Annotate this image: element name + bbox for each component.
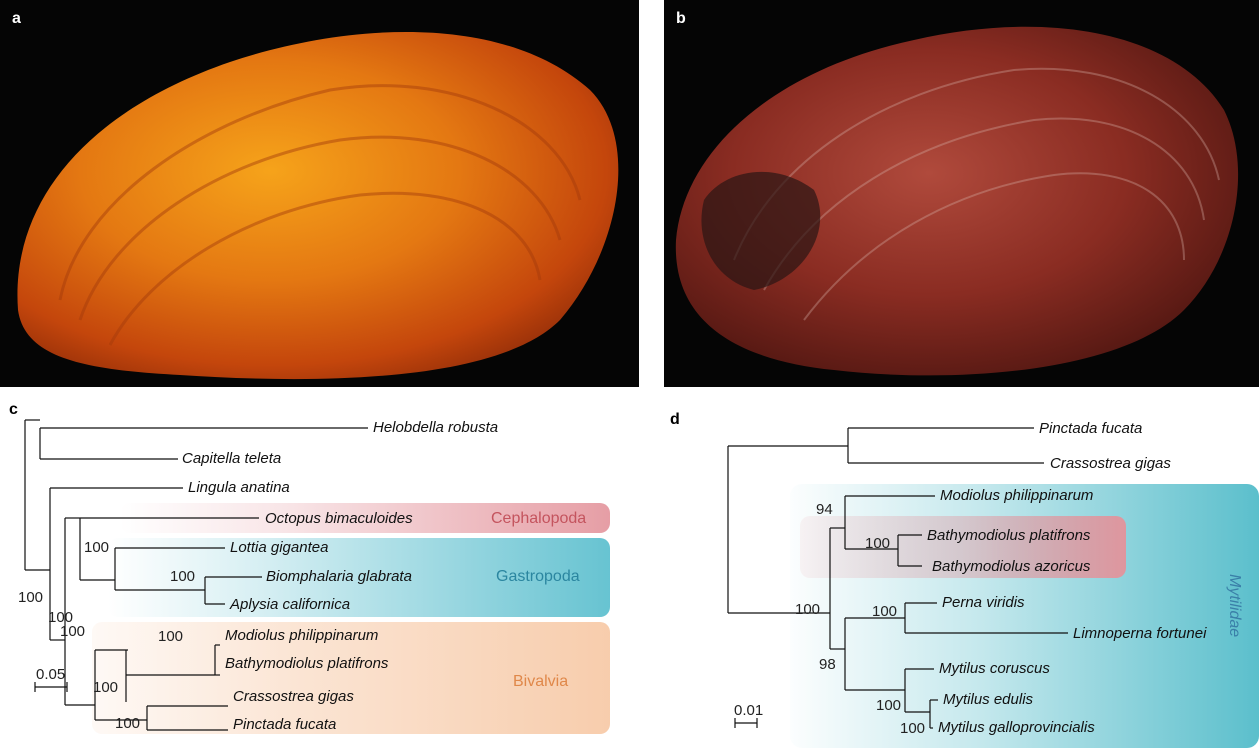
bootstrap-value: 94	[816, 501, 833, 518]
photo-panel-b: b	[664, 0, 1259, 387]
taxon-modiolus-philippinarum: Modiolus philippinarum	[940, 487, 1093, 504]
bootstrap-value: 100	[900, 720, 925, 737]
mussel-shell-photo-b	[664, 0, 1259, 387]
mussel-shell-photo-a	[0, 0, 639, 387]
taxon-bathymodiolus-platifrons: Bathymodiolus platifrons	[927, 527, 1091, 544]
bootstrap-value: 100	[795, 601, 820, 618]
taxon-modiolus-philippinarum: Modiolus philippinarum	[225, 627, 378, 644]
taxon-bathymodiolus-azoricus: Bathymodiolus azoricus	[932, 558, 1091, 575]
bootstrap-value: 100	[876, 697, 901, 714]
tree-c: Helobdella robusta Capitella teleta Ling…	[0, 390, 640, 748]
taxon-biomphalaria-glabrata: Biomphalaria glabrata	[266, 568, 412, 585]
taxon-capitella-teleta: Capitella teleta	[182, 450, 281, 467]
taxon-octopus-bimaculoides: Octopus bimaculoides	[265, 510, 413, 527]
scale-bar-label: 0.01	[734, 702, 763, 719]
group-label-bivalvia: Bivalvia	[513, 673, 568, 690]
tree-d: Pinctada fucata Crassostrea gigas Modiol…	[640, 390, 1259, 748]
bootstrap-value: 100	[865, 535, 890, 552]
bootstrap-value: 100	[872, 603, 897, 620]
taxon-pinctada-fucata: Pinctada fucata	[233, 716, 336, 733]
taxon-mytilus-edulis: Mytilus edulis	[943, 691, 1034, 708]
taxon-bathymodiolus-platifrons: Bathymodiolus platifrons	[225, 655, 389, 672]
taxon-lingula-anatina: Lingula anatina	[188, 479, 290, 496]
bootstrap-value: 100	[158, 628, 183, 645]
group-label-mytilidae: Mytilidae	[1226, 574, 1243, 637]
taxon-mytilus-coruscus: Mytilus coruscus	[939, 660, 1050, 677]
bootstrap-value: 100	[60, 623, 85, 640]
bootstrap-value: 100	[84, 539, 109, 556]
taxon-lottia-gigantea: Lottia gigantea	[230, 539, 328, 556]
bootstrap-value: 100	[18, 589, 43, 606]
panel-label-a: a	[12, 10, 21, 28]
bootstrap-value: 100	[93, 679, 118, 696]
panel-label-b: b	[676, 10, 686, 28]
photo-panel-a: a	[0, 0, 639, 387]
taxon-crassostrea-gigas: Crassostrea gigas	[233, 688, 354, 705]
taxon-aplysia-californica: Aplysia californica	[229, 596, 350, 613]
bootstrap-value: 98	[819, 656, 836, 673]
taxon-perna-viridis: Perna viridis	[942, 594, 1025, 611]
bootstrap-value: 100	[170, 568, 195, 585]
taxon-mytilus-galloprovincialis: Mytilus galloprovincialis	[938, 719, 1095, 736]
group-label-gastropoda: Gastropoda	[496, 568, 580, 585]
taxon-crassostrea-gigas: Crassostrea gigas	[1050, 455, 1171, 472]
taxon-helobdella-robusta: Helobdella robusta	[373, 419, 498, 436]
bootstrap-value: 100	[115, 715, 140, 732]
taxon-pinctada-fucata: Pinctada fucata	[1039, 420, 1142, 437]
scale-bar-label: 0.05	[36, 666, 65, 683]
taxon-limnoperna-fortunei: Limnoperna fortunei	[1073, 625, 1207, 642]
group-label-cephalopoda: Cephalopoda	[491, 510, 586, 527]
